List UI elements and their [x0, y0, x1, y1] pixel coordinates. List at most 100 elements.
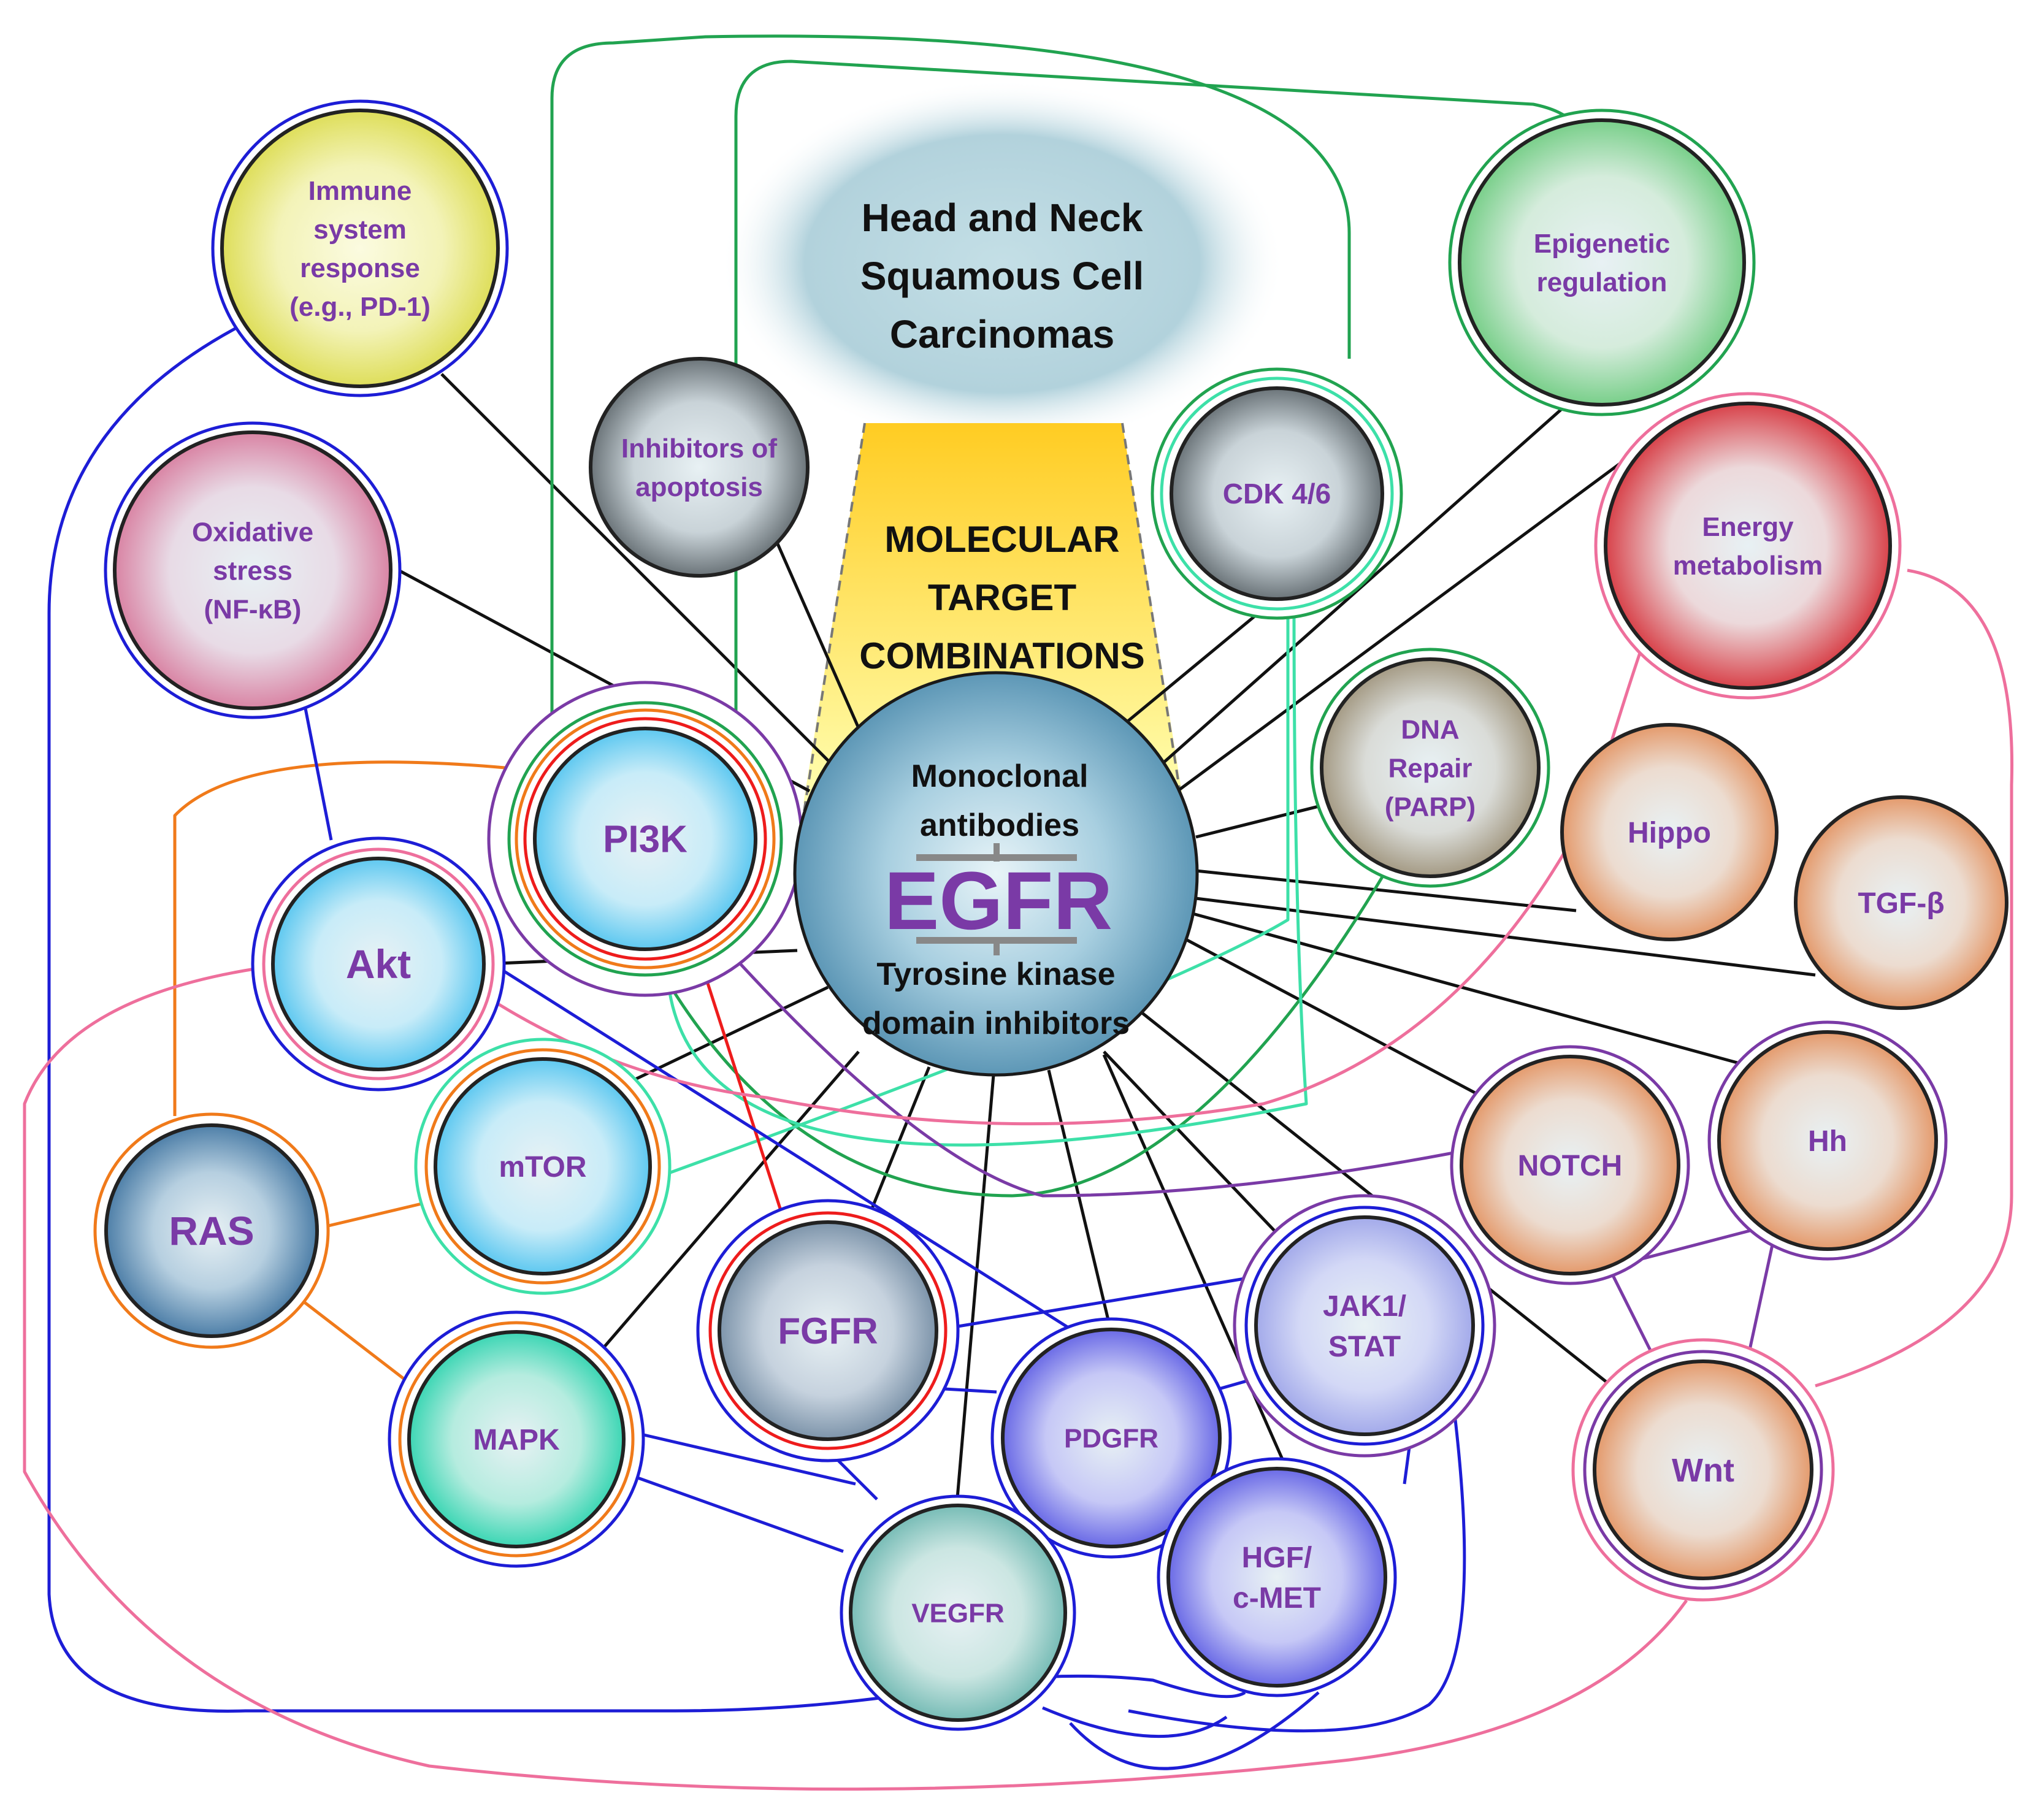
- node-notch[interactable]: NOTCH: [1450, 1045, 1690, 1285]
- banner-title: MOLECULAR TARGET COMBINATIONS: [859, 519, 1145, 676]
- node-mapk-label-1: MAPK: [473, 1424, 560, 1456]
- node-energy-body: [1604, 402, 1892, 690]
- node-immune-label-4: (e.g., PD-1): [289, 292, 431, 322]
- edge-ras-mapk: [296, 1296, 418, 1390]
- edges: [23, 34, 2014, 1791]
- node-hh-body: [1717, 1030, 1938, 1251]
- banner-line-1: MOLECULAR: [884, 519, 1119, 560]
- edge-egfr-hgf: [1102, 1053, 1290, 1473]
- edge-pi3k-cdk: [550, 34, 1351, 717]
- node-jak[interactable]: JAK1/STAT: [1233, 1194, 1496, 1458]
- node-dna-body: [1320, 657, 1541, 878]
- node-apoptosis-body: [589, 357, 810, 578]
- node-wnt[interactable]: Wnt: [1571, 1338, 1835, 1602]
- edge-pi3k-dna: [664, 870, 1388, 1198]
- node-epigenetic-body: [1458, 118, 1746, 407]
- node-dna-label-2: Repair: [1388, 753, 1472, 783]
- node-akt[interactable]: Akt: [251, 836, 506, 1092]
- node-epigenetic-label-1: Epigenetic: [1534, 229, 1671, 259]
- node-oxidative-body: [113, 430, 392, 710]
- node-pi3k-body: [533, 727, 757, 951]
- node-hh-label-1: Hh: [1808, 1125, 1847, 1158]
- node-pdgfr-label-1: PDGFR: [1064, 1423, 1158, 1453]
- edge-mapk-vegfr-2: [637, 1476, 844, 1553]
- node-mtor-label-1: mTOR: [499, 1151, 586, 1183]
- edge-hh-wnt: [1746, 1244, 1774, 1359]
- edge-egfr-immune: [440, 373, 835, 768]
- node-vegfr[interactable]: VEGFR: [840, 1494, 1076, 1731]
- edge-egfr-apoptosis: [774, 538, 867, 743]
- node-epigenetic[interactable]: Epigenetic regulation: [1448, 109, 1756, 416]
- banner-line-2: TARGET: [928, 577, 1076, 618]
- node-cdk-body: [1170, 386, 1384, 601]
- egfr-label: EGFR: [884, 855, 1112, 947]
- node-oxidative-label-3: (NF-κB): [204, 594, 302, 624]
- edge-jak-hgf: [1128, 1404, 1466, 1733]
- edge-egfr-mapk: [591, 1050, 860, 1363]
- egfr-bottom-line-1: Tyrosine kinase: [876, 957, 1115, 992]
- edge-pi3k-ras: [173, 760, 525, 1116]
- edge-egfr-fgfr: [863, 1066, 931, 1227]
- edge-egfr-jak: [1103, 1050, 1289, 1246]
- node-tgf-body: [1794, 795, 2008, 1010]
- node-ras-body: [104, 1123, 319, 1338]
- node-dna-label-1: DNA: [1401, 714, 1459, 744]
- edge-egfr-energy: [1176, 440, 1651, 793]
- node-fgfr-label-1: FGFR: [778, 1310, 878, 1352]
- edge-fgfr-vegfr: [833, 1455, 878, 1501]
- edge-pi3k-fgfr: [697, 956, 784, 1215]
- node-hgf[interactable]: HGF/c-MET: [1157, 1457, 1397, 1697]
- node-hippo-label-1: Hippo: [1628, 817, 1711, 849]
- node-cdk-label-1: CDK 4/6: [1223, 478, 1331, 510]
- egfr-bottom-line-2: domain inhibitors: [862, 1006, 1130, 1041]
- edge-akt-pdgfr: [489, 961, 1074, 1332]
- node-fgfr-body: [718, 1220, 938, 1441]
- node-immune-label-2: system: [313, 215, 407, 245]
- node-hgf-label-1: HGF/: [1242, 1542, 1312, 1574]
- node-wnt-body: [1593, 1359, 1813, 1580]
- node-cdk[interactable]: CDK 4/6: [1151, 367, 1403, 620]
- edge-ras-mtor: [312, 1200, 430, 1231]
- node-pdgfr[interactable]: PDGFR: [990, 1317, 1232, 1559]
- edge-pi3k-notch: [710, 931, 1454, 1198]
- node-dna[interactable]: DNA Repair (PARP): [1310, 648, 1550, 888]
- edge-egfr-vegfr: [955, 1074, 995, 1506]
- node-akt-label-1: Akt: [346, 941, 411, 987]
- edge-oxidative-akt: [302, 698, 333, 841]
- node-apoptosis-label-1: Inhibitors of: [621, 434, 778, 464]
- node-wnt-label-1: Wnt: [1672, 1452, 1734, 1489]
- node-pi3k-label-1: PI3K: [603, 819, 687, 861]
- banner-line-3: COMBINATIONS: [859, 635, 1145, 676]
- node-hh[interactable]: Hh: [1707, 1020, 1948, 1261]
- node-fgfr[interactable]: FGFR: [696, 1199, 960, 1462]
- edge-egfr-pdgfr: [1047, 1069, 1112, 1328]
- node-tgf[interactable]: TGF-β: [1794, 795, 2008, 1010]
- node-mapk-body: [407, 1330, 626, 1548]
- edge-notch-hh: [1625, 1225, 1767, 1265]
- egfr-node[interactable]: Monoclonal antibodies EGFR Tyrosine kina…: [793, 671, 1199, 1077]
- edge-wnt-akt: [23, 964, 1688, 1791]
- node-hgf-body: [1166, 1467, 1387, 1688]
- edge-egfr-notch: [1182, 936, 1485, 1099]
- node-vegfr-label-1: VEGFR: [911, 1598, 1005, 1628]
- node-oxidative-label-1: Oxidative: [192, 517, 313, 547]
- node-epigenetic-label-2: regulation: [1537, 267, 1668, 297]
- node-mapk[interactable]: MAPK: [388, 1310, 645, 1568]
- header-title-line-3: Carcinomas: [890, 312, 1114, 356]
- edge-notch-wnt: [1611, 1274, 1658, 1363]
- edge-mapk-vegfr: [643, 1433, 856, 1486]
- node-pi3k[interactable]: PI3K: [487, 681, 803, 997]
- node-ras[interactable]: RAS: [93, 1112, 330, 1349]
- node-jak-label-2: STAT: [1328, 1331, 1401, 1363]
- node-mtor-body: [434, 1057, 652, 1275]
- node-hippo[interactable]: Hippo: [1560, 723, 1779, 941]
- node-dna-label-3: (PARP): [1385, 792, 1476, 822]
- edge-vegfr-hgf: [1042, 1691, 1320, 1770]
- node-mtor[interactable]: mTOR: [414, 1038, 672, 1295]
